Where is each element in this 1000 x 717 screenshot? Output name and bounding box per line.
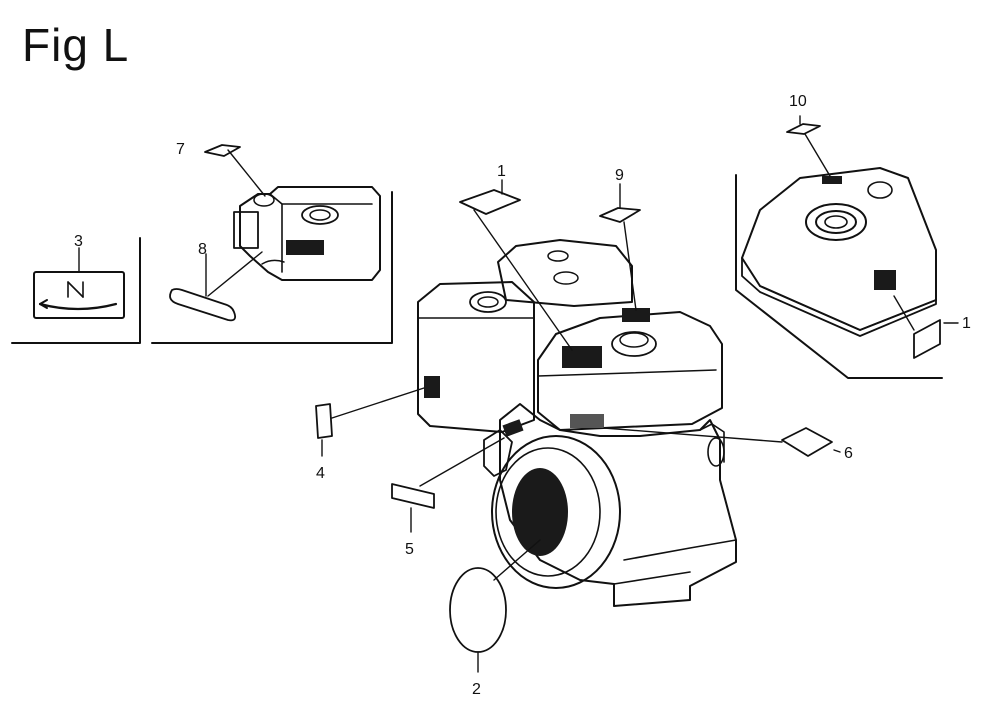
figure-title: Fig L: [22, 19, 130, 71]
callout-9: 9: [615, 167, 624, 184]
panel-air-cleaner: [151, 144, 393, 344]
callout-2: 2: [472, 681, 481, 698]
decal-7: [204, 144, 241, 157]
decal-1-top: [459, 189, 521, 215]
decal-2: [449, 567, 507, 653]
decal-1-main: [562, 346, 602, 368]
callout-8: 8: [198, 241, 207, 258]
decal-10: [786, 123, 821, 135]
panel-fuel-tank: [735, 115, 959, 379]
decal-6: [781, 427, 833, 457]
decal-5: [391, 483, 435, 509]
callout-5: 5: [405, 541, 414, 558]
decal-1-right: [913, 319, 941, 359]
callout-6: 6: [844, 445, 853, 462]
callout-3: 3: [74, 233, 83, 250]
decal-8: [169, 288, 237, 322]
decal-9: [599, 207, 641, 223]
decal-3: [33, 271, 125, 319]
engine-assembly: [417, 239, 737, 607]
callout-10: 10: [789, 93, 807, 110]
decal-4: [315, 403, 333, 439]
callout-7: 7: [176, 141, 185, 158]
callout-1-right: 1: [962, 315, 971, 332]
decal-air-cleaner: [286, 240, 324, 255]
panel-label-3: [11, 237, 141, 344]
callout-1-top: 1: [497, 163, 506, 180]
callout-4: 4: [316, 465, 325, 482]
